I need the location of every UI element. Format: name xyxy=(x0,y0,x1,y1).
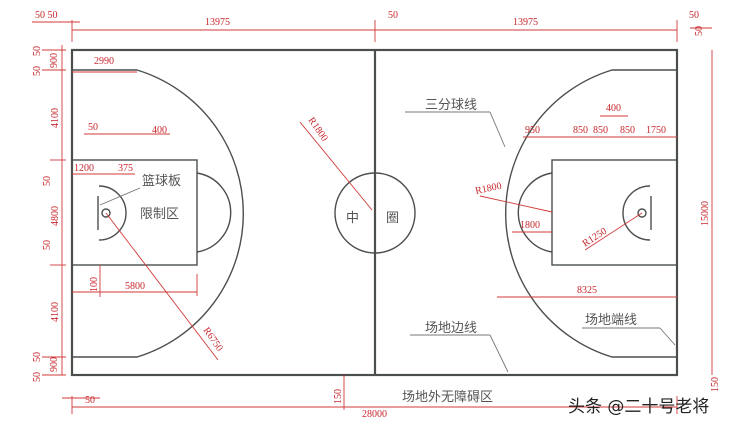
right-basket xyxy=(637,208,647,218)
dim-label: 50 xyxy=(32,352,43,362)
dim-label: 850 xyxy=(573,125,588,136)
dim-label: 13975 xyxy=(205,17,230,28)
dim-label: 4100 xyxy=(50,108,61,128)
free-zone-label: 场地外无障碍区 xyxy=(402,390,493,405)
center-circle-label-left: 中 xyxy=(346,211,359,226)
dim-label: 950 xyxy=(525,125,540,136)
left-free-throw-arc xyxy=(196,172,232,253)
dim-label: R1250 xyxy=(581,226,609,250)
dim-label: 28000 xyxy=(362,409,387,420)
dim-label: 50 50 xyxy=(35,10,58,21)
dim-label: 900 xyxy=(49,357,60,372)
dim-label: 4100 xyxy=(50,302,61,322)
dim-label: 50 xyxy=(32,372,43,382)
endline-label: 场地端线 xyxy=(585,313,637,328)
backboard-label: 篮球板 xyxy=(142,174,181,189)
right-key xyxy=(551,159,678,266)
dim-label: 50 xyxy=(32,66,43,76)
dim-label: 15000 xyxy=(700,201,711,226)
left-restricted-arc xyxy=(98,185,127,241)
dim-label: R6750 xyxy=(201,325,225,353)
dim-label: 400 xyxy=(606,103,621,114)
dim-label: 8325 xyxy=(577,285,597,296)
dim-label: 1200 xyxy=(74,163,94,174)
left-three-point-line xyxy=(72,69,245,358)
dim-label: 50 xyxy=(85,395,95,406)
left-key xyxy=(71,159,198,266)
left-basket xyxy=(101,208,111,218)
dimension-labels: 50 50 13975 50 13975 50 50 2990 50 900 5… xyxy=(32,10,721,420)
dim-label: 50 xyxy=(88,122,98,133)
leader-lines xyxy=(99,111,676,373)
dim-label: 5800 xyxy=(125,281,145,292)
dim-label: 150 xyxy=(710,377,721,392)
dim-label: 850 xyxy=(593,125,608,136)
restricted-area-label: 限制区 xyxy=(140,207,179,222)
right-free-throw-arc xyxy=(517,172,553,253)
dim-label: 4800 xyxy=(50,206,61,226)
dim-label: 50 xyxy=(32,46,43,56)
dim-label: 50 xyxy=(694,26,705,36)
dim-label: 900 xyxy=(49,53,60,68)
sideline-label: 场地边线 xyxy=(425,321,477,336)
dim-label: 1750 xyxy=(646,125,666,136)
dim-label: 150 xyxy=(333,389,344,404)
dim-label: 100 xyxy=(89,277,100,292)
dim-label: 1800 xyxy=(520,220,540,231)
dim-label: 50 xyxy=(42,176,53,186)
dim-label: 50 xyxy=(42,240,53,250)
center-circle-label-right: 圈 xyxy=(386,211,399,226)
right-restricted-arc xyxy=(622,185,651,241)
dim-label: 50 xyxy=(388,10,398,21)
court-lines xyxy=(70,48,679,377)
dim-label: 2990 xyxy=(94,56,114,67)
dim-label: R1800 xyxy=(306,115,330,143)
dim-label: 400 xyxy=(152,125,167,136)
dim-label: 50 xyxy=(689,10,699,21)
dim-label: 13975 xyxy=(513,17,538,28)
center-circle xyxy=(334,172,416,254)
watermark: 头条 @二十号老将 xyxy=(568,397,709,417)
three-point-line-label: 三分球线 xyxy=(425,98,477,113)
dim-label: 375 xyxy=(118,163,133,174)
dim-label: R1800 xyxy=(474,181,502,197)
right-three-point-line xyxy=(504,69,677,358)
dim-label: 850 xyxy=(620,125,635,136)
dimension-lines xyxy=(32,20,713,414)
